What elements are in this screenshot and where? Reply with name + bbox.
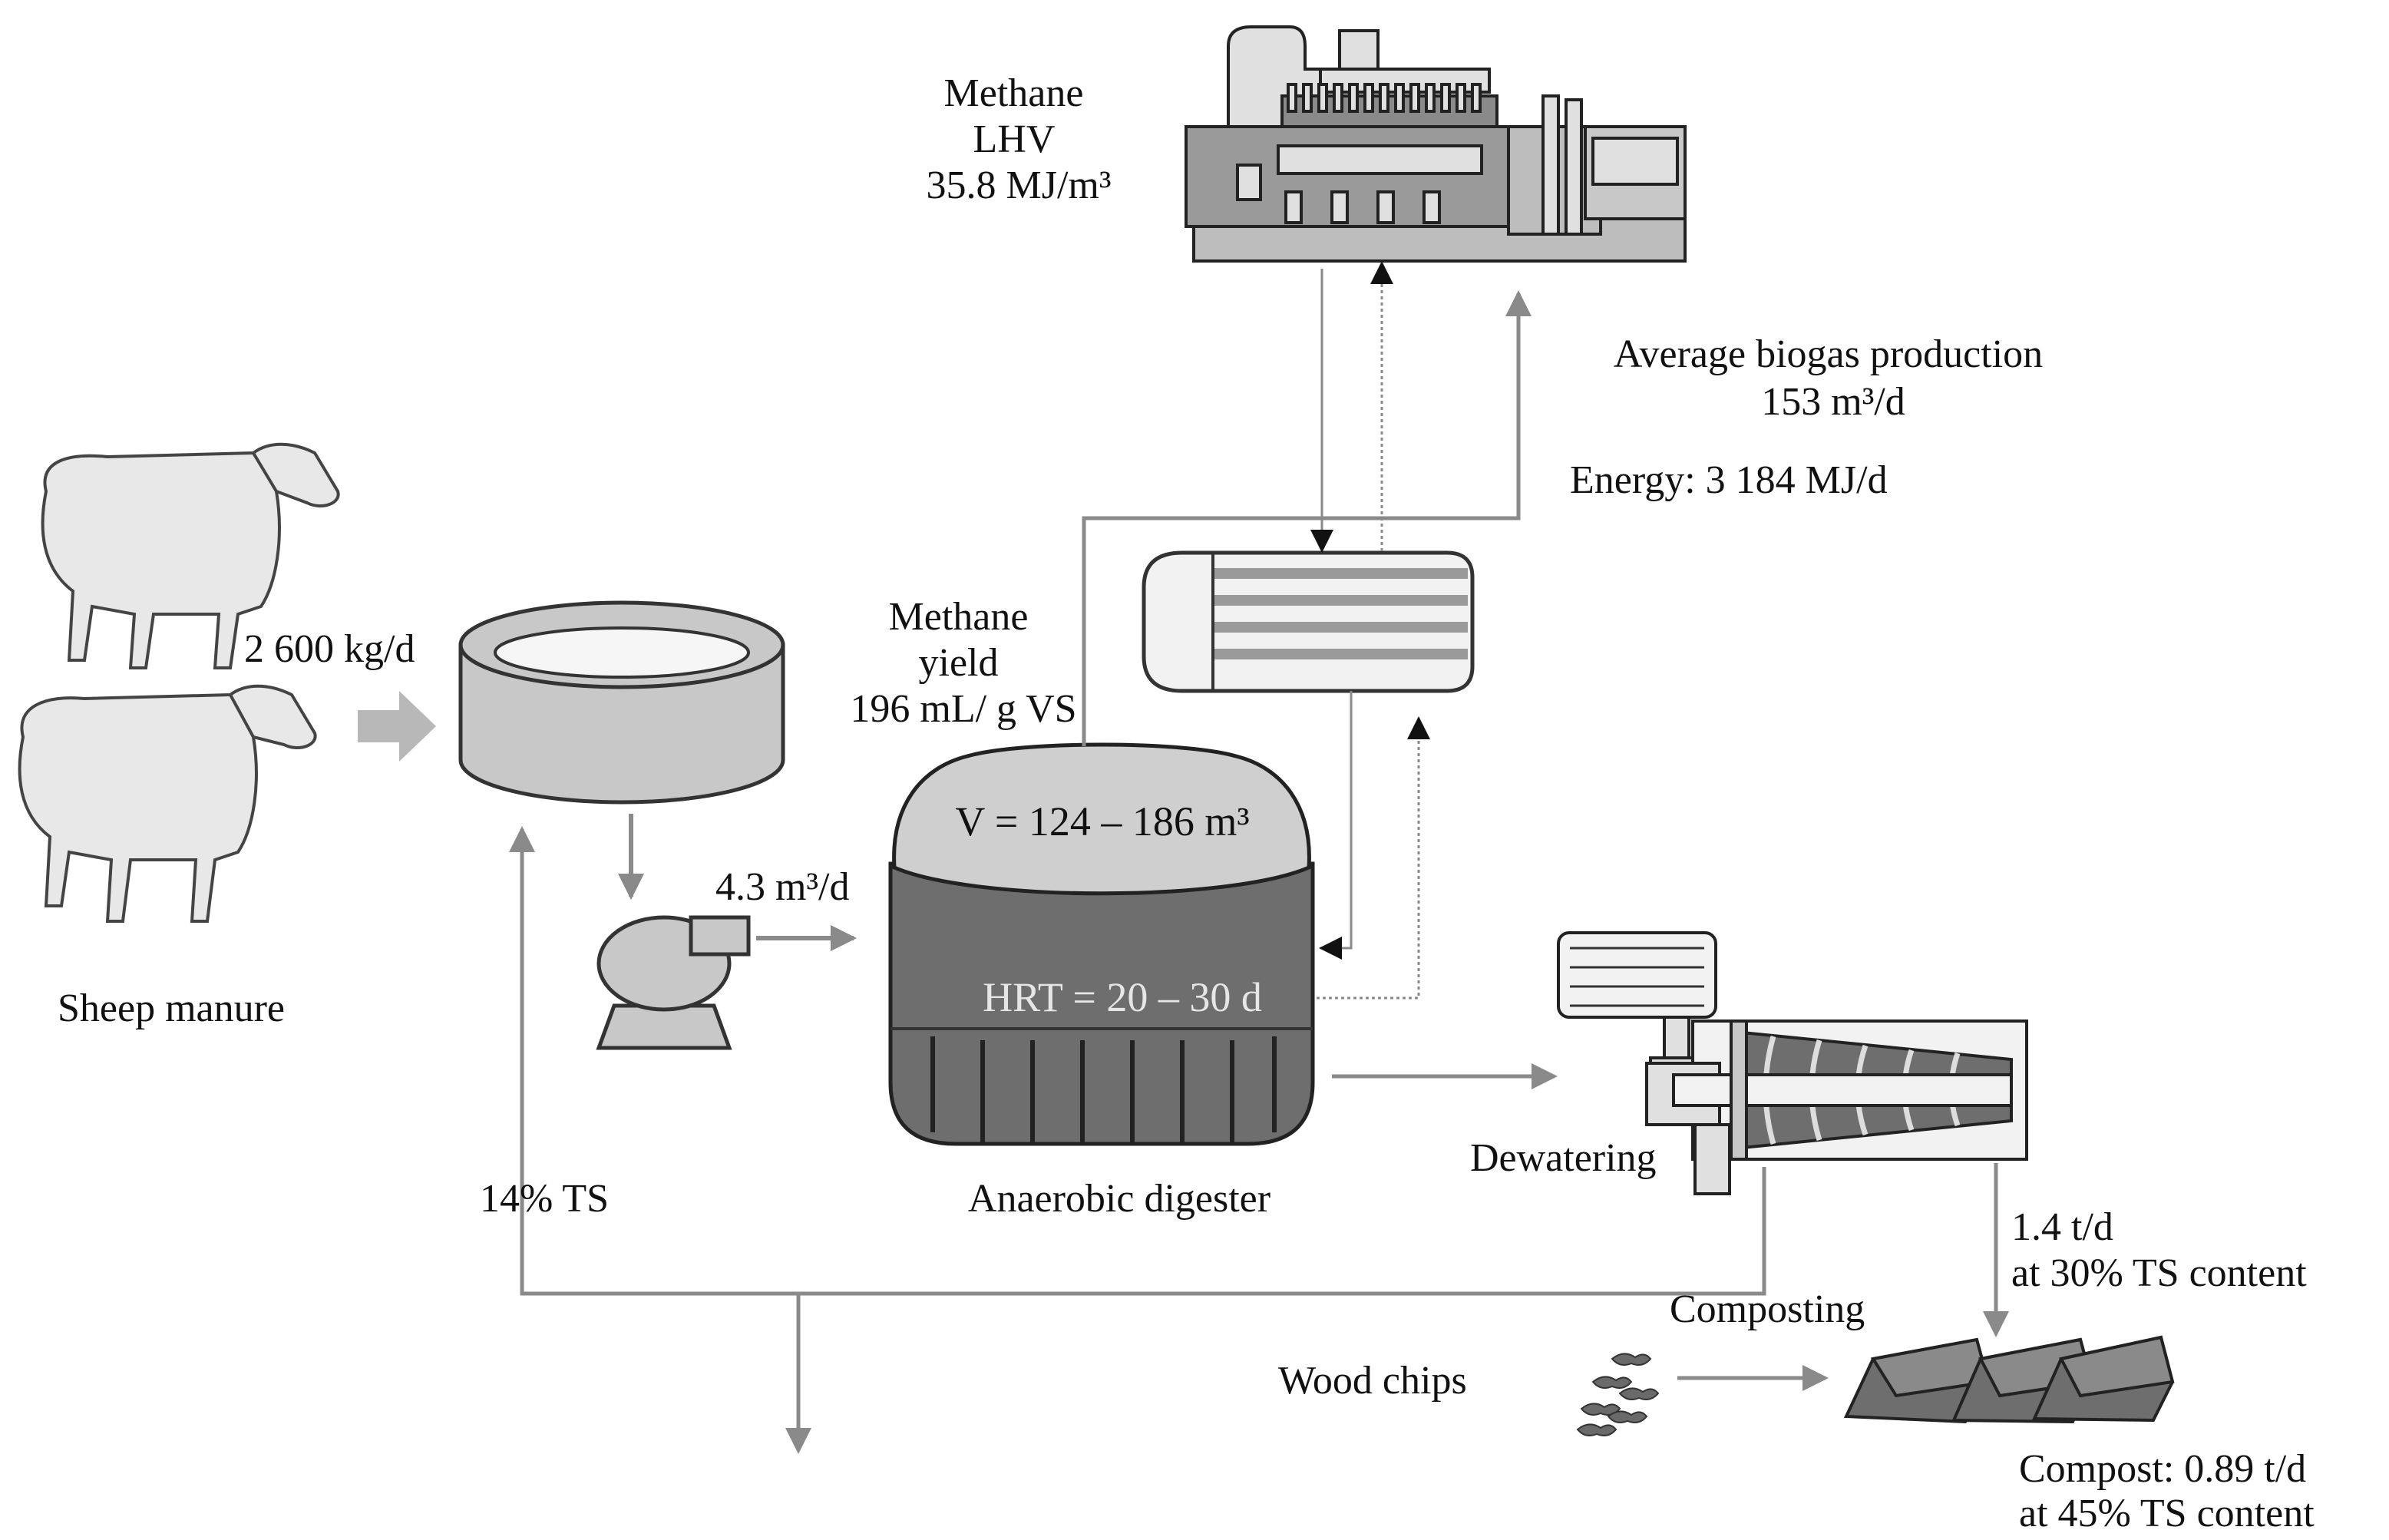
chp-engine-icon bbox=[1185, 25, 1687, 263]
liquid-recycle-arrow bbox=[509, 826, 1766, 1296]
sheep-icon bbox=[18, 442, 340, 923]
recycle-ts-label: 14% TS bbox=[480, 1177, 609, 1221]
heat-exchanger-icon bbox=[1142, 550, 1475, 693]
digester-icon bbox=[888, 742, 1315, 1146]
methane-yield-label: Methane yield 196 mL/ g VS bbox=[850, 595, 1076, 731]
pump-icon bbox=[596, 915, 751, 1050]
hx-to-digester-arrow bbox=[1319, 691, 1353, 960]
methane-lhv-label: Methane LHV 35.8 MJ/m³ bbox=[927, 71, 1112, 207]
energy-label: Energy: 3 184 MJ/d bbox=[1570, 458, 1888, 502]
digester-hrt-label: HRT = 20 – 30 d bbox=[983, 974, 1262, 1020]
digester-to-hx-arrow bbox=[1317, 716, 1430, 1000]
solids-out-label: 1.4 t/d at 30% TS content bbox=[2011, 1205, 2307, 1295]
biogas-to-chp-arrow bbox=[1082, 290, 1532, 746]
biogas-production-label: Average biogas production 153 m³/d bbox=[1614, 332, 2053, 424]
manure-flow-label: 2 600 kg/d bbox=[244, 627, 415, 671]
feed-arrow bbox=[358, 691, 436, 762]
composting-label: Composting bbox=[1670, 1287, 1865, 1331]
digester-caption: Anaerobic digester bbox=[968, 1177, 1270, 1221]
dewatering-label: Dewatering bbox=[1470, 1136, 1657, 1180]
screw-press-icon bbox=[1557, 931, 2028, 1195]
compost-out-label: Compost: 0.89 t/d at 45% TS content bbox=[2019, 1447, 2316, 1535]
wood-chips-icon bbox=[1576, 1353, 1660, 1436]
digester-volume-label: V = 124 – 186 m³ bbox=[955, 798, 1249, 844]
compost-pile-icon bbox=[1843, 1335, 2175, 1424]
wood-chips-label: Wood chips bbox=[1278, 1359, 1467, 1403]
mixing-tank-icon bbox=[458, 600, 785, 805]
sheep-manure-label: Sheep manure bbox=[58, 986, 285, 1030]
pump-flow-label: 4.3 m³/d bbox=[715, 865, 849, 909]
